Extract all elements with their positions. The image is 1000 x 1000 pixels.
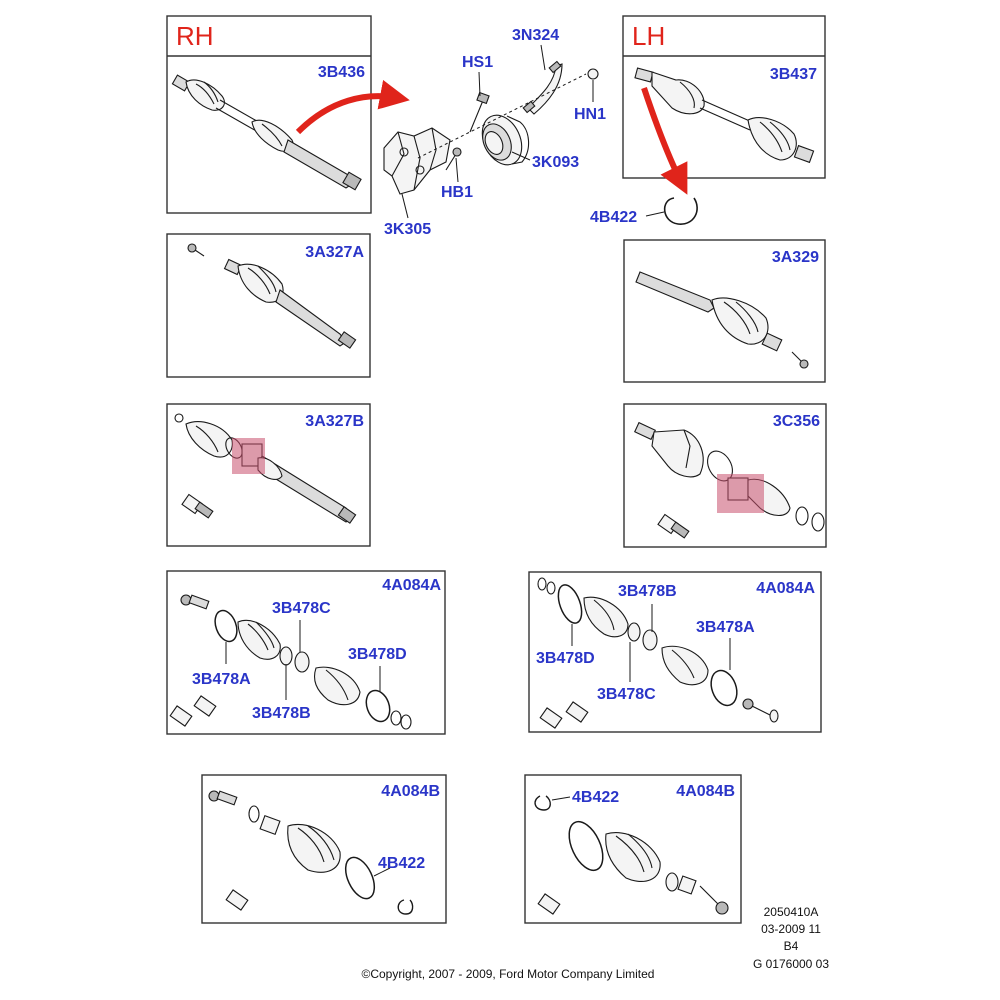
rh-inner-drawing <box>187 243 357 349</box>
rh-inner-part-number[interactable]: 3A327A <box>305 244 364 261</box>
lh-kit-3b478c-label[interactable]: 3B478C <box>597 686 656 703</box>
rh-kit-3b478b-label[interactable]: 3B478B <box>252 705 311 722</box>
panel-lh-inner[interactable]: 3A329 <box>623 239 826 383</box>
lh-boot-kit-b-drawing <box>534 795 729 915</box>
lh-to-circlip-arrow <box>641 87 688 195</box>
hn1-label[interactable]: HN1 <box>574 106 606 123</box>
lh-inner-part-number[interactable]: 3A329 <box>772 249 819 266</box>
rh-header: RH <box>176 21 214 51</box>
lh-shaft-drawing <box>634 67 815 164</box>
drawing-number: 2050410A <box>764 905 819 919</box>
lh-b-clip-label[interactable]: 4B422 <box>572 789 619 806</box>
panel-rh-inner[interactable]: 3A327A <box>166 233 371 378</box>
drawing-code: B4 <box>784 939 799 953</box>
3k305-label[interactable]: 3K305 <box>384 221 431 238</box>
lh-kit-3b478d-label[interactable]: 3B478D <box>536 650 595 667</box>
hb1-label[interactable]: HB1 <box>441 184 473 201</box>
lh-kit-3b478b-label[interactable]: 3B478B <box>618 583 677 600</box>
lh-circlip <box>645 197 698 225</box>
lh-boot-kit-part-number[interactable]: 4A084A <box>756 580 815 597</box>
lh-kit-3b478a-label[interactable]: 3B478A <box>696 619 755 636</box>
rh-boot-kit-drawing <box>169 594 412 730</box>
lh-outer-joint-part-number[interactable]: 3C356 <box>773 413 820 430</box>
rh-kit-3b478d-label[interactable]: 3B478D <box>348 646 407 663</box>
panel-lh-outer-joint[interactable]: 3C356 <box>623 403 827 548</box>
rh-boot-kit-b-part-number[interactable]: 4A084B <box>381 783 440 800</box>
copyright: ©Copyright, 2007 - 2009, Ford Motor Comp… <box>362 967 655 981</box>
catalog-number: G 0176000 03 <box>753 957 829 971</box>
3n324-label[interactable]: 3N324 <box>512 27 559 44</box>
footer: 2050410A 03-2009 11 B4 G 0176000 03 ©Cop… <box>362 905 830 981</box>
panel-rh-outer-joint[interactable]: 3A327B <box>166 403 371 547</box>
lh-boot-kit-drawing <box>537 577 779 729</box>
3k093-label[interactable]: 3K093 <box>532 154 579 171</box>
rh-shaft-part-number[interactable]: 3B436 <box>318 64 365 81</box>
panel-lh-shaft[interactable]: LH 3B437 <box>622 15 826 179</box>
drawing-date: 03-2009 11 <box>761 922 821 936</box>
lh-circlip-label[interactable]: 4B422 <box>590 209 637 226</box>
rh-kit-3b478a-label[interactable]: 3B478A <box>192 671 251 688</box>
panel-rh-shaft[interactable]: RH 3B436 <box>166 15 372 214</box>
rh-shaft-drawing <box>171 74 362 191</box>
rh-outer-joint-part-number[interactable]: 3A327B <box>305 413 364 430</box>
rh-to-bearing-arrow <box>295 79 410 135</box>
rh-b-clip-label[interactable]: 4B422 <box>378 855 425 872</box>
lh-header: LH <box>632 21 665 51</box>
bearing-assembly <box>383 44 599 219</box>
lh-shaft-part-number[interactable]: 3B437 <box>770 66 817 83</box>
panel-lh-boot-kit[interactable]: 4A084A <box>528 571 822 733</box>
rh-boot-kit-b-drawing <box>208 790 414 915</box>
rh-boot-kit-part-number[interactable]: 4A084A <box>382 577 441 594</box>
hs1-label[interactable]: HS1 <box>462 54 493 71</box>
panel-lh-boot-kit-b[interactable]: 4A084B <box>524 774 742 924</box>
rh-joint-highlight <box>232 438 265 474</box>
lh-boot-kit-b-part-number[interactable]: 4A084B <box>676 783 735 800</box>
lh-joint-highlight <box>717 474 764 513</box>
panel-rh-boot-kit[interactable]: 4A084A <box>166 570 446 735</box>
panel-rh-boot-kit-b[interactable]: 4A084B <box>201 774 447 924</box>
lh-inner-drawing <box>635 271 809 369</box>
rh-kit-3b478c-label[interactable]: 3B478C <box>272 600 331 617</box>
